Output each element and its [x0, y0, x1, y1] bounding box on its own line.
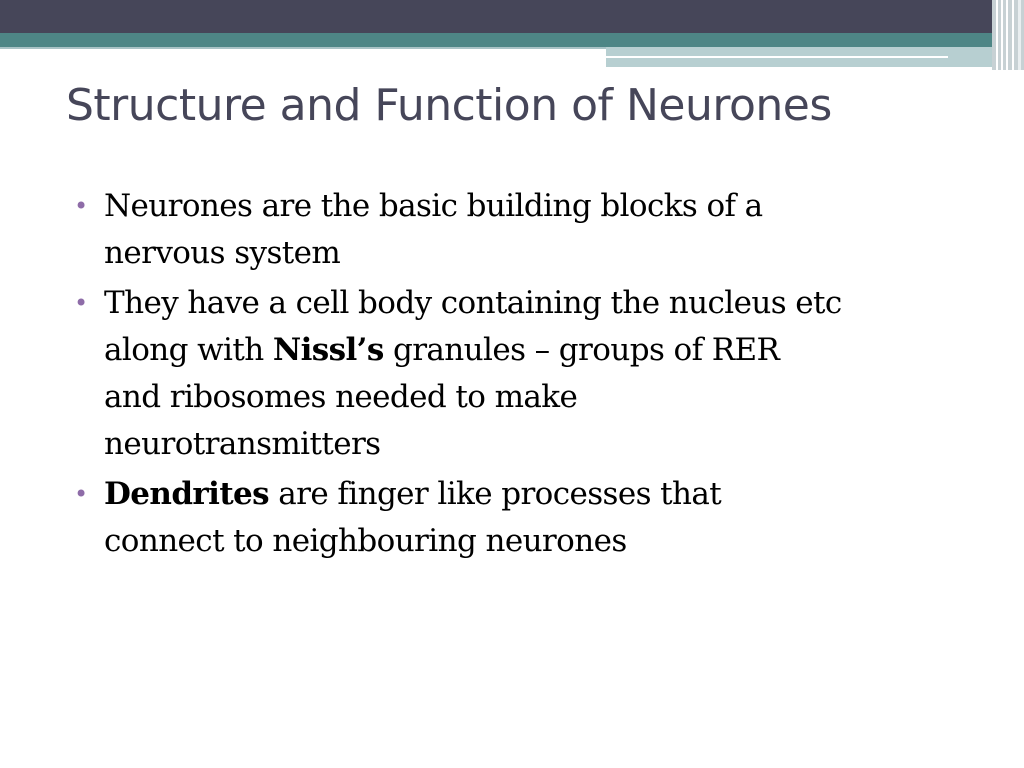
bullet-icon: • [74, 192, 88, 220]
bullet-item-1: • Neurones are the basic building blocks… [74, 183, 974, 277]
bullet-item-2: • They have a cell body containing the n… [74, 280, 974, 468]
header-rule-right [606, 56, 948, 58]
bullet-list: • Neurones are the basic building blocks… [74, 183, 974, 568]
bullet-text: They have a cell body containing the nuc… [104, 285, 842, 321]
header-rule-left [0, 47, 606, 49]
bold-term-dendrites: Dendrites [104, 476, 270, 512]
bullet-text: neurotransmitters [104, 426, 381, 462]
bullet-item-3: • Dendrites are finger like processes th… [74, 471, 974, 565]
bullet-text: and ribosomes needed to make [104, 379, 578, 415]
bullet-text: are finger like processes that [269, 476, 722, 512]
header-bar-dark [0, 0, 1024, 33]
bold-term-nissl: Nissl’s [272, 332, 384, 368]
slide-title: Structure and Function of Neurones [66, 80, 832, 131]
bullet-icon: • [74, 289, 88, 317]
header-bar-teal [0, 33, 1024, 47]
bullet-text: connect to neighbouring neurones [104, 523, 627, 559]
bullet-text: Neurones are the basic building blocks o… [104, 188, 763, 224]
header-stripes-decoration [992, 0, 1024, 70]
bullet-text: nervous system [104, 235, 341, 271]
bullet-text: granules – groups of RER [383, 332, 780, 368]
bullet-icon: • [74, 480, 88, 508]
bullet-text: along with [104, 332, 273, 368]
